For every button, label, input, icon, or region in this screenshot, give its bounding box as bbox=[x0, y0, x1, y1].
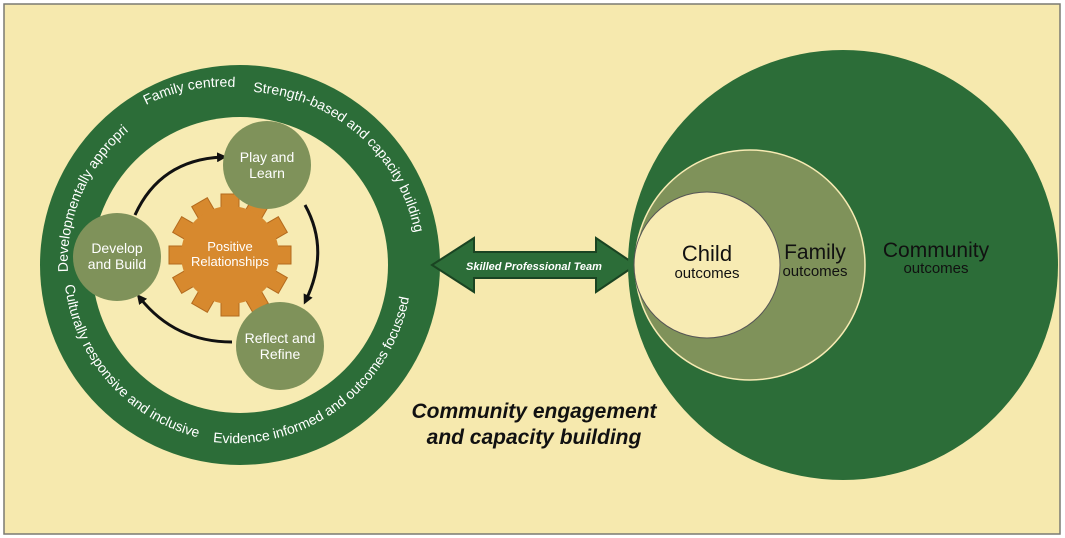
node-reflect-refine-line1: Reflect and bbox=[245, 330, 316, 346]
cycle-arrow-bottom bbox=[136, 294, 233, 344]
gear-label-line2: Relationships bbox=[191, 254, 270, 269]
cycle-arrow-top bbox=[133, 152, 227, 216]
child-sub: outcomes bbox=[674, 265, 739, 282]
child-circle bbox=[633, 191, 781, 339]
node-reflect-refine-line2: Refine bbox=[260, 346, 301, 362]
node-develop-build: Develop and Build bbox=[73, 213, 161, 301]
family-sub: outcomes bbox=[782, 263, 847, 280]
node-develop-build-line2: and Build bbox=[88, 256, 146, 272]
node-play-learn-line1: Play and bbox=[240, 149, 294, 165]
node-play-learn: Play and Learn bbox=[223, 121, 311, 209]
family-title: Family bbox=[784, 241, 846, 264]
cycle-arrow-right bbox=[303, 204, 320, 305]
node-play-learn-line2: Learn bbox=[249, 165, 285, 181]
gear-label-line1: Positive bbox=[207, 239, 253, 254]
caption-line2: and capacity building bbox=[427, 426, 642, 449]
community-title: Community bbox=[883, 239, 990, 262]
child-title: Child bbox=[682, 241, 732, 266]
arrow-label: Skilled Professional Team bbox=[466, 261, 602, 273]
node-develop-build-line1: Develop bbox=[91, 240, 143, 256]
outcomes-diagram: Child outcomes Family outcomes Community… bbox=[628, 50, 1058, 480]
community-sub: outcomes bbox=[903, 260, 968, 277]
caption-line1: Community engagement bbox=[411, 400, 657, 423]
node-reflect-refine: Reflect and Refine bbox=[236, 302, 324, 390]
positive-relationships-gear: Positive Relationships bbox=[168, 193, 292, 317]
